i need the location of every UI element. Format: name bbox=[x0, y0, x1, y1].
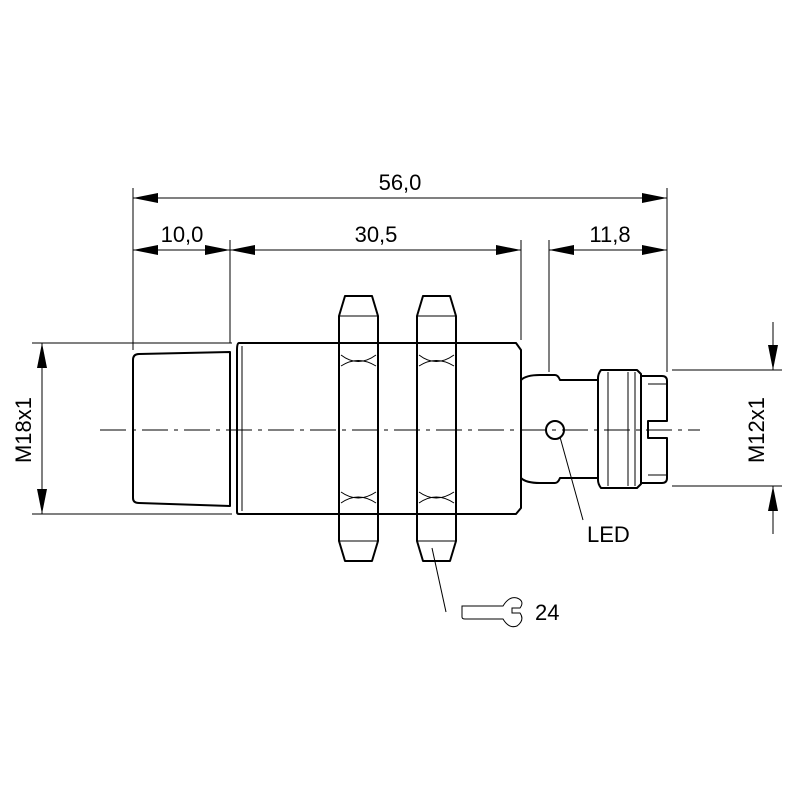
connector-nut bbox=[597, 369, 642, 489]
dimension-thread-length: 30,5 bbox=[230, 222, 521, 255]
dimension-connector-label: 11,8 bbox=[589, 222, 630, 247]
wrench-size-label: 24 bbox=[535, 600, 559, 625]
dimension-body-thread: M18x1 bbox=[11, 343, 47, 514]
led-label: LED bbox=[587, 522, 630, 547]
connector-thread-label: M12x1 bbox=[744, 397, 769, 463]
body-thread-label: M18x1 bbox=[11, 397, 36, 463]
dimension-thread-label: 30,5 bbox=[355, 222, 398, 247]
connector-pins bbox=[640, 375, 668, 484]
dimension-front-length: 10,0 bbox=[133, 222, 230, 255]
dimension-overall-length: 56,0 bbox=[133, 170, 667, 203]
hex-nut-left bbox=[338, 295, 379, 562]
sensing-face bbox=[132, 351, 231, 507]
dimension-front-label: 10,0 bbox=[161, 222, 204, 247]
dimension-connector-length: 11,8 bbox=[549, 222, 667, 255]
threaded-housing bbox=[236, 342, 522, 515]
housing-neck bbox=[520, 374, 599, 484]
hex-nut-right bbox=[416, 295, 457, 562]
wrench-callout: 24 bbox=[431, 547, 559, 628]
led-callout: LED bbox=[559, 436, 630, 547]
dimension-connector-thread: M12x1 bbox=[744, 322, 778, 534]
wrench-icon bbox=[461, 597, 523, 628]
dimension-overall-label: 56,0 bbox=[379, 170, 422, 195]
extension-lines bbox=[32, 188, 782, 515]
